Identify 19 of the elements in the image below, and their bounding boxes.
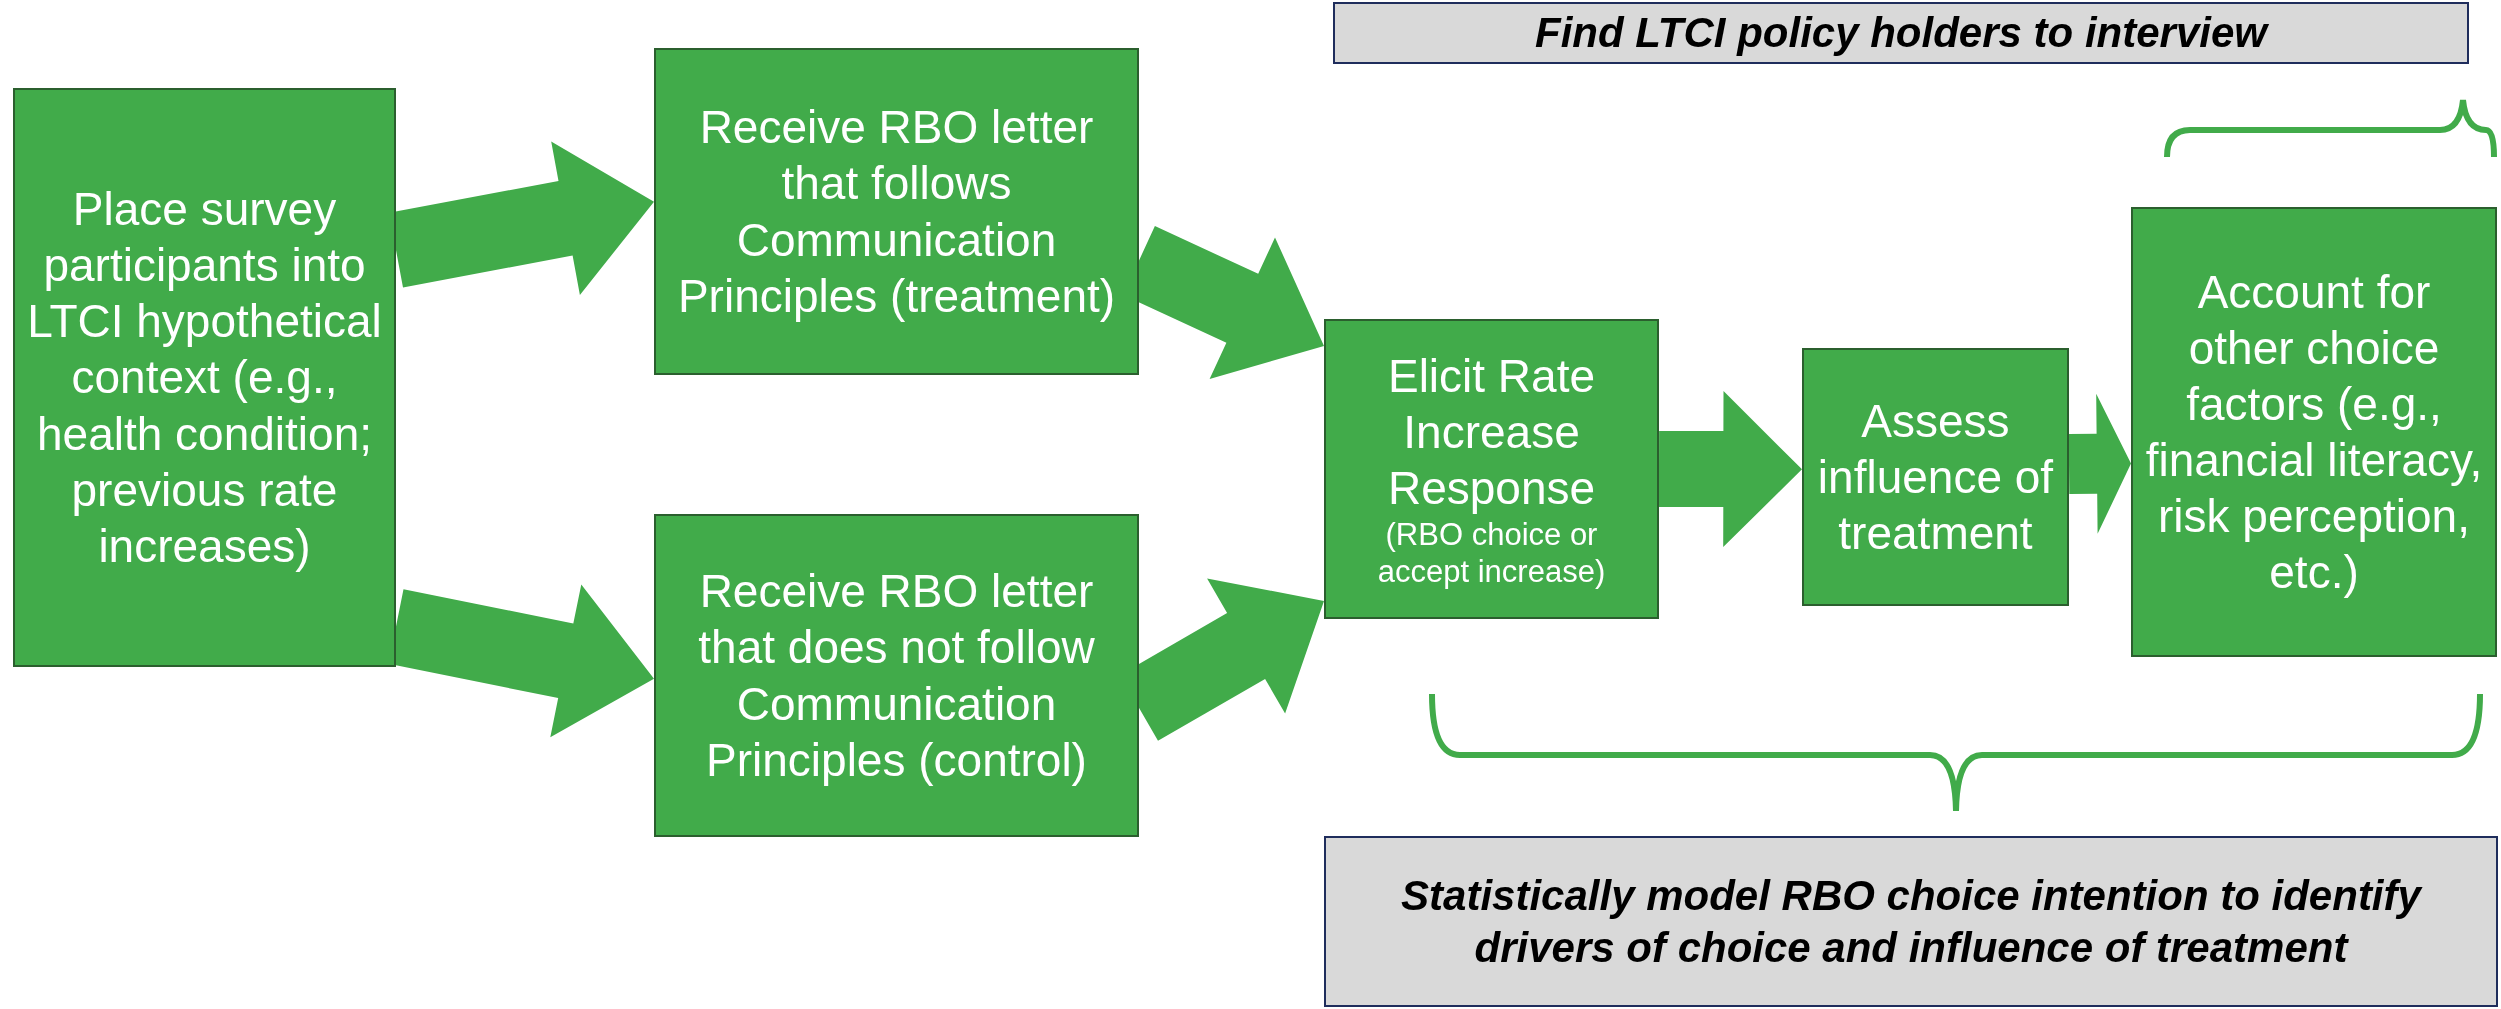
note-box xyxy=(1324,836,2498,1007)
step-text: Receive RBO letter that does not follow Communication Principles (control) xyxy=(697,564,1096,788)
process-box xyxy=(1324,319,1659,619)
step-text: Account for other choice factors (e.g., financial literacy, risk perception, etc.) xyxy=(2145,264,2483,601)
step-subtext: (RBO choice or accept increase) xyxy=(1376,515,1607,591)
process-box xyxy=(2131,207,2497,657)
step-text: Elicit Rate Increase Response xyxy=(1386,348,1597,516)
process-box xyxy=(1802,348,2069,606)
step-text: Assess influence of treatment xyxy=(1816,393,2055,562)
step-text: Receive RBO letter that follows Communication Principles (treatment) xyxy=(676,100,1117,324)
note-box xyxy=(1333,2,2469,64)
note-text: Find LTCI policy holders to interview xyxy=(1535,8,2267,59)
block-arrow xyxy=(2068,393,2131,534)
block-arrow xyxy=(1658,391,1802,548)
process-box xyxy=(654,48,1139,375)
step-text: Place survey participants into LTCI hypothetical context (e.g., health condition; previous rate increases) xyxy=(27,182,382,574)
note-text: Statistically model RBO choice intention to identify drivers of choice and influence of treatment xyxy=(1400,871,2424,973)
process-box xyxy=(13,88,396,667)
process-box xyxy=(654,514,1139,837)
